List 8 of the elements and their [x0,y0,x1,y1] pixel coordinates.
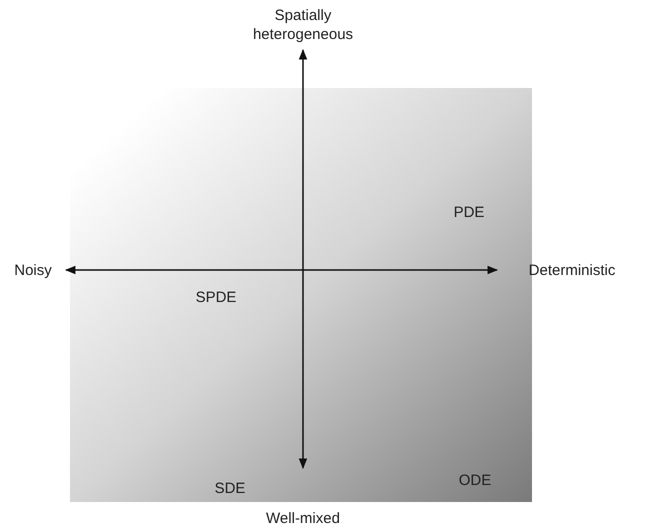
quadrant-label: SPDE [194,288,238,306]
quadrant-label: PDE [452,202,486,222]
axis-label: Well-mixed [265,508,341,528]
quadrant-label: SDE [214,478,246,498]
quadrant-label: ODE [458,470,492,490]
axis-label: Noisy [13,260,53,280]
axis-label: Spatially heterogeneous [252,6,354,44]
axis-label: Deterministic [528,260,616,280]
